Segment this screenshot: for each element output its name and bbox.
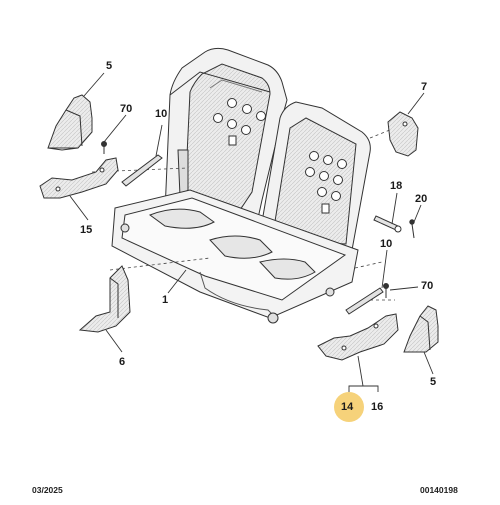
callout-18: 18 bbox=[390, 180, 403, 192]
callout-16: 16 bbox=[371, 401, 384, 413]
callout-7: 7 bbox=[421, 81, 428, 93]
part-5-right-trim bbox=[403, 305, 439, 353]
part-6-lower-trim bbox=[78, 265, 131, 333]
callout-15: 15 bbox=[80, 224, 93, 236]
callout-20: 20 bbox=[415, 193, 428, 205]
part-14-hinge-bracket bbox=[317, 313, 399, 361]
callout-5-top: 5 bbox=[106, 60, 113, 72]
callout-leaders bbox=[69, 72, 434, 392]
callout-14: 14 bbox=[341, 401, 354, 413]
part-20-pin bbox=[409, 219, 415, 239]
footer-date: 03/2025 bbox=[32, 485, 63, 495]
callout-10-right: 10 bbox=[380, 238, 393, 250]
callout-5-right: 5 bbox=[430, 376, 437, 388]
callout-10-top: 10 bbox=[155, 108, 168, 120]
part-70-screw-top bbox=[101, 141, 107, 154]
callout-1: 1 bbox=[162, 294, 169, 306]
callout-70-right: 70 bbox=[421, 280, 434, 292]
part-5-top-trim bbox=[47, 94, 93, 151]
left-seat-back-frame bbox=[164, 47, 288, 239]
highlight-circle-14 bbox=[334, 392, 364, 422]
part-10-rod-right bbox=[345, 287, 384, 315]
callout-70-top: 70 bbox=[120, 103, 133, 115]
part-10-rod-top bbox=[121, 154, 163, 187]
part-7-bracket bbox=[387, 111, 419, 157]
callout-6: 6 bbox=[119, 356, 126, 368]
footer-reference-number: 00140198 bbox=[420, 485, 458, 495]
seat-base-frame bbox=[111, 189, 359, 324]
part-18-strut bbox=[373, 215, 402, 233]
part-15-hinge-bracket bbox=[39, 157, 119, 199]
part-70-screw-right bbox=[383, 283, 389, 298]
right-seat-back-frame bbox=[257, 101, 371, 263]
